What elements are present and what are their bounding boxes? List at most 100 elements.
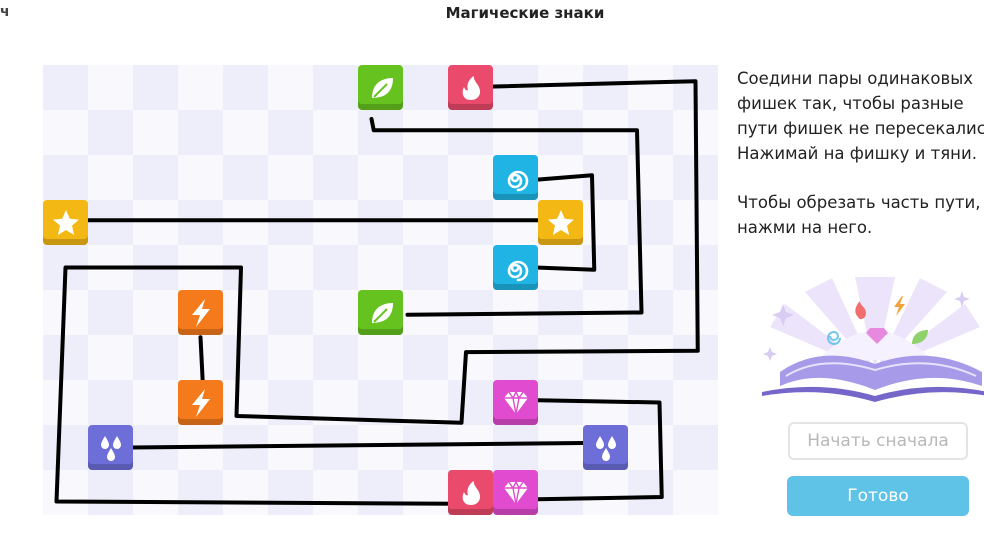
board-cell[interactable]: [133, 470, 178, 515]
board-cell[interactable]: [223, 470, 268, 515]
board-cell[interactable]: [448, 245, 493, 290]
board-cell[interactable]: [358, 200, 403, 245]
board-cell[interactable]: [313, 155, 358, 200]
board-cell[interactable]: [403, 200, 448, 245]
board-cell[interactable]: [493, 425, 538, 470]
drops-tile[interactable]: [88, 425, 133, 470]
board-cell[interactable]: [673, 380, 718, 425]
board-cell[interactable]: [178, 200, 223, 245]
board-cell[interactable]: [403, 425, 448, 470]
fire-tile[interactable]: [448, 470, 493, 515]
leaf-tile[interactable]: [358, 65, 403, 110]
board-cell[interactable]: [628, 245, 673, 290]
board-cell[interactable]: [448, 380, 493, 425]
board-cell[interactable]: [268, 110, 313, 155]
board-cell[interactable]: [583, 65, 628, 110]
board-cell[interactable]: [313, 335, 358, 380]
board-cell[interactable]: [583, 155, 628, 200]
board-cell[interactable]: [268, 290, 313, 335]
board-cell[interactable]: [43, 470, 88, 515]
board-cell[interactable]: [43, 335, 88, 380]
done-button[interactable]: Готово: [787, 476, 969, 516]
spiral-tile[interactable]: [493, 155, 538, 200]
board-cell[interactable]: [583, 335, 628, 380]
board-cell[interactable]: [88, 200, 133, 245]
board-cell[interactable]: [223, 290, 268, 335]
board-cell[interactable]: [538, 65, 583, 110]
board-cell[interactable]: [313, 110, 358, 155]
board-cell[interactable]: [538, 110, 583, 155]
board-cell[interactable]: [88, 470, 133, 515]
board-cell[interactable]: [223, 155, 268, 200]
board-cell[interactable]: [313, 290, 358, 335]
board-cell[interactable]: [178, 155, 223, 200]
path-leaf[interactable]: [369, 117, 644, 317]
board-cell[interactable]: [313, 245, 358, 290]
path-drops[interactable]: [128, 441, 585, 450]
board-cell[interactable]: [133, 380, 178, 425]
board-cell[interactable]: [88, 155, 133, 200]
board-cell[interactable]: [583, 110, 628, 155]
board-cell[interactable]: [403, 65, 448, 110]
board-cell[interactable]: [223, 65, 268, 110]
star-tile[interactable]: [43, 200, 88, 245]
board-cell[interactable]: [403, 245, 448, 290]
board-cell[interactable]: [628, 110, 673, 155]
board-cell[interactable]: [358, 110, 403, 155]
board-cell[interactable]: [628, 425, 673, 470]
board-cell[interactable]: [268, 335, 313, 380]
board-cell[interactable]: [133, 65, 178, 110]
board-cell[interactable]: [88, 290, 133, 335]
board-cell[interactable]: [43, 65, 88, 110]
board-cell[interactable]: [583, 200, 628, 245]
board-cell[interactable]: [88, 65, 133, 110]
board-cell[interactable]: [673, 470, 718, 515]
board-cell[interactable]: [673, 425, 718, 470]
board-cell[interactable]: [223, 200, 268, 245]
drops-tile[interactable]: [583, 425, 628, 470]
board-cell[interactable]: [133, 200, 178, 245]
board-cell[interactable]: [448, 335, 493, 380]
lightning-tile[interactable]: [178, 380, 223, 425]
board-cell[interactable]: [88, 110, 133, 155]
board-cell[interactable]: [313, 65, 358, 110]
board-cell[interactable]: [628, 200, 673, 245]
board-cell[interactable]: [178, 470, 223, 515]
path-lightning[interactable]: [198, 335, 205, 385]
board-cell[interactable]: [268, 245, 313, 290]
board-cell[interactable]: [448, 110, 493, 155]
board-cell[interactable]: [628, 65, 673, 110]
board-cell[interactable]: [223, 335, 268, 380]
leaf-tile[interactable]: [358, 290, 403, 335]
board-cell[interactable]: [448, 200, 493, 245]
star-tile[interactable]: [538, 200, 583, 245]
path-gem[interactable]: [536, 398, 664, 502]
spiral-tile[interactable]: [493, 245, 538, 290]
board-cell[interactable]: [403, 470, 448, 515]
board-cell[interactable]: [538, 425, 583, 470]
board-cell[interactable]: [88, 380, 133, 425]
board-cell[interactable]: [628, 470, 673, 515]
gem-tile[interactable]: [493, 380, 538, 425]
board-cell[interactable]: [43, 110, 88, 155]
board-cell[interactable]: [88, 335, 133, 380]
board-cell[interactable]: [178, 110, 223, 155]
board-cell[interactable]: [313, 470, 358, 515]
board-cell[interactable]: [133, 155, 178, 200]
board-cell[interactable]: [628, 155, 673, 200]
path-fire[interactable]: [54, 79, 700, 506]
board-cell[interactable]: [358, 380, 403, 425]
board-cell[interactable]: [43, 380, 88, 425]
board-cell[interactable]: [493, 335, 538, 380]
board-cell[interactable]: [358, 425, 403, 470]
board-cell[interactable]: [493, 200, 538, 245]
board-cell[interactable]: [403, 380, 448, 425]
board-cell[interactable]: [628, 335, 673, 380]
game-board[interactable]: [43, 65, 718, 515]
board-cell[interactable]: [43, 155, 88, 200]
board-cell[interactable]: [358, 155, 403, 200]
fire-tile[interactable]: [448, 65, 493, 110]
board-cell[interactable]: [403, 335, 448, 380]
board-cell[interactable]: [358, 335, 403, 380]
board-cell[interactable]: [583, 245, 628, 290]
